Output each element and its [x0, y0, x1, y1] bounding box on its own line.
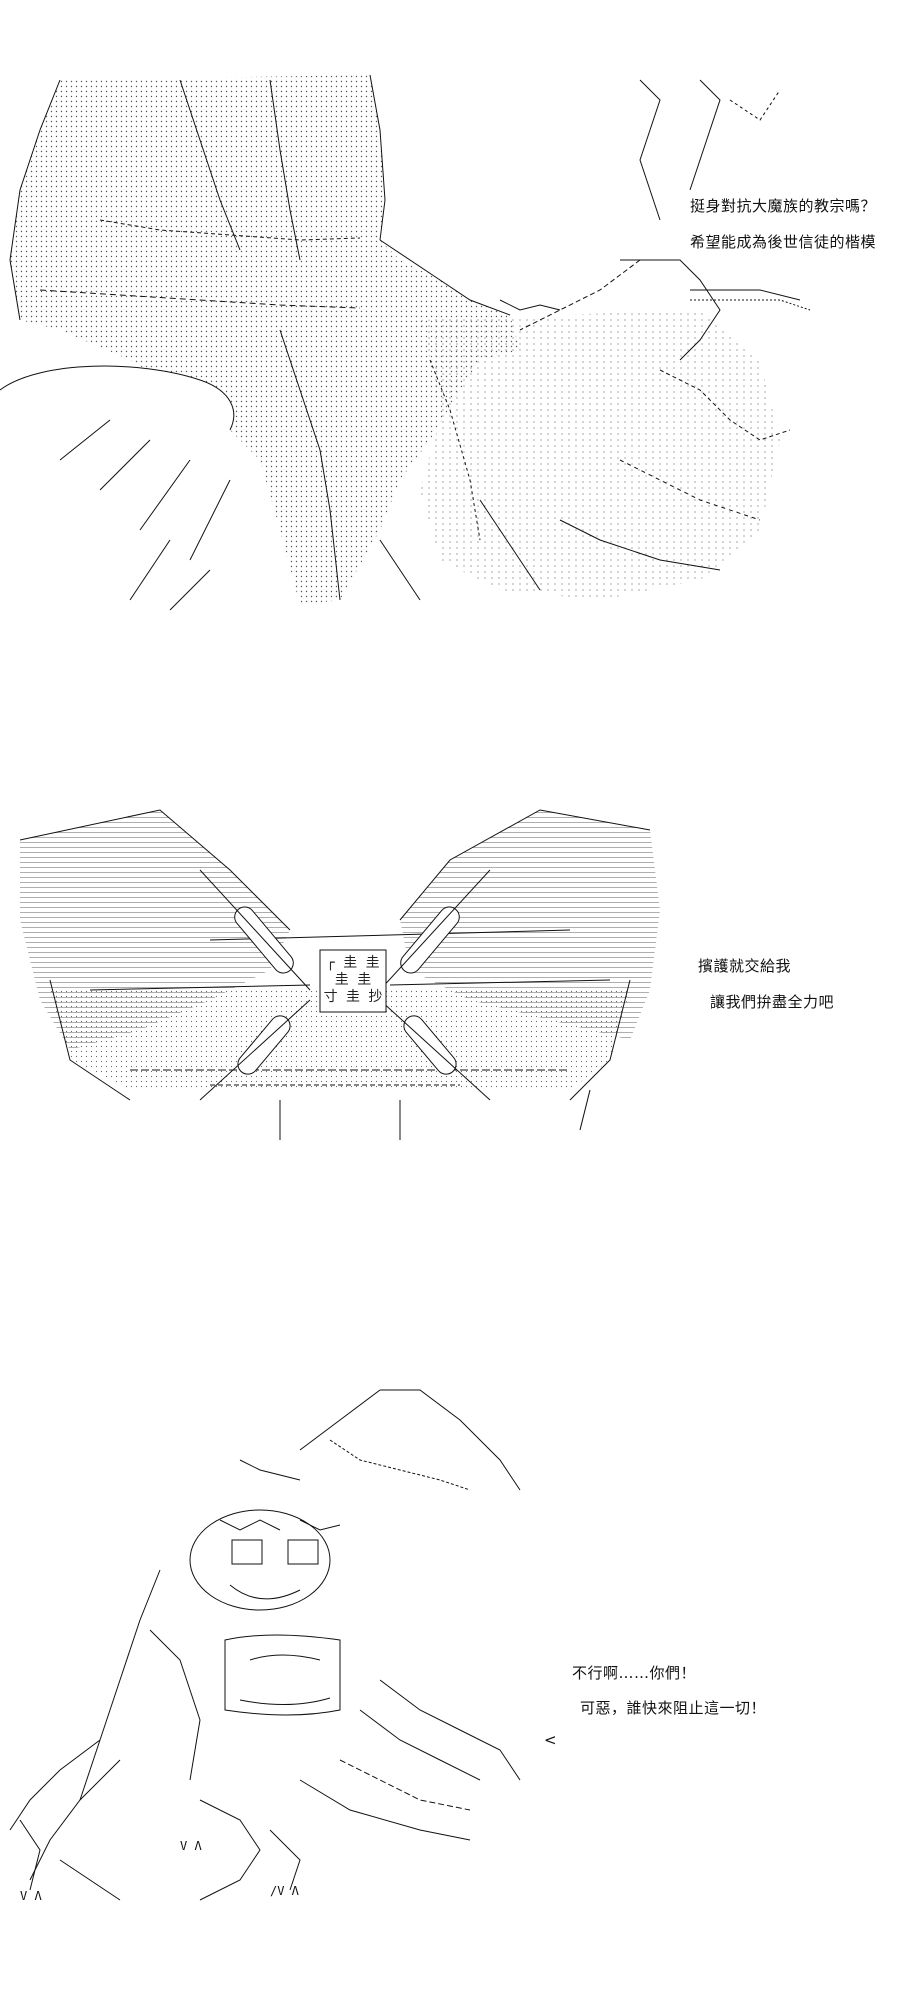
- svg-text:V Λ: V Λ: [20, 1889, 42, 1903]
- center-emblem-line-1: ┌ 圭 圭: [326, 955, 380, 971]
- screaming-figure-drawing: V Λ V Λ /V Λ: [9, 1389, 521, 1903]
- ascii-art-crossed-weapons: [10, 800, 670, 1140]
- cliff-scene-drawing: [0, 74, 811, 611]
- panel-1-caption-line-2: 希望能成為後世信徒的楷模: [690, 233, 877, 251]
- panel-1: 挺身對抗大魔族的教宗嗎？ 希望能成為後世信徒的楷模: [0, 0, 904, 640]
- panel-2-caption-line-1: 擯護就交給我: [698, 957, 792, 975]
- center-emblem-line-2: 圭 圭: [334, 972, 372, 988]
- panel-2: ┌ 圭 圭 圭 圭 寸 圭 抄 擯護就交給我 讓我們拚盡全力吧: [0, 800, 904, 1160]
- panel-3-caption-line-1: 不行啊……你們！: [572, 1664, 697, 1682]
- ascii-art-cliff-scene: [0, 60, 820, 620]
- svg-text:/V Λ: /V Λ: [270, 1884, 300, 1898]
- svg-text:V Λ: V Λ: [180, 1839, 202, 1853]
- crossed-weapons-drawing: [19, 809, 660, 1140]
- ascii-art-screaming-figure: V Λ V Λ /V Λ: [0, 1380, 560, 1920]
- panel-3: V Λ V Λ /V Λ 不行啊……你們！ 可惡，誰快來阻止這一切！ <: [0, 1380, 904, 1940]
- panel-2-caption-line-2: 讓我們拚盡全力吧: [710, 993, 835, 1011]
- panel-3-caption-arrow: <: [544, 1731, 558, 1749]
- panel-3-caption-line-2: 可惡，誰快來阻止這一切！: [580, 1699, 767, 1717]
- center-emblem-line-3: 寸 圭 抄: [323, 989, 383, 1005]
- panel-1-caption-line-1: 挺身對抗大魔族的教宗嗎？: [690, 197, 877, 215]
